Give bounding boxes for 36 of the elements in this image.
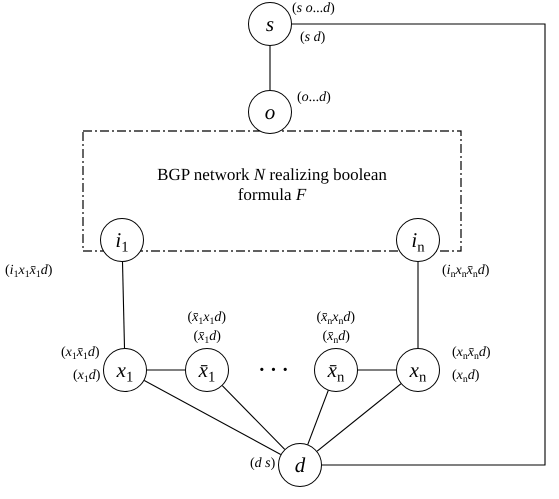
path-label: (o...d)	[297, 90, 331, 106]
router-node: x̄$_{1}$	[185, 348, 229, 392]
router-node: o	[248, 90, 292, 134]
path-label: (x$_{1}$x̄$_{1}$d)	[61, 345, 100, 361]
router-node: s	[248, 2, 292, 46]
router-node: d	[278, 443, 322, 487]
link-line	[222, 385, 285, 450]
link-line	[316, 383, 402, 452]
link-line	[269, 46, 271, 90]
path-label: (x̄$_{n}$d)	[322, 329, 350, 345]
path-label: (x̄$_{1}$d)	[194, 329, 221, 345]
path-label: (x̄$_{n}$x$_{n}$d)	[316, 310, 356, 326]
link-line	[307, 390, 329, 445]
path-label: (x̄$_{1}$x$_{1}$d)	[188, 310, 226, 326]
link-line	[147, 369, 185, 371]
router-node: x$_{1}$	[103, 348, 147, 392]
path-label: (x$_{n}$x̄$_{n}$d)	[452, 345, 491, 361]
network-region	[82, 130, 462, 252]
path-label: (i$_{n}$x$_{n}$x̄$_{n}$d)	[442, 263, 490, 279]
path-label: (x$_{n}$d)	[452, 368, 480, 384]
path-label: (s d)	[300, 30, 326, 46]
path-label: (s o...d)	[292, 1, 335, 17]
link-line	[358, 369, 396, 371]
router-node: x̄$_{n}$	[314, 348, 358, 392]
link-line	[417, 262, 419, 348]
link-line	[122, 262, 126, 348]
router-node: x$_{n}$	[396, 348, 440, 392]
router-node: i$_{1}$	[100, 218, 144, 262]
path-label: (x$_{1}$d)	[73, 368, 100, 384]
path-label: (i$_{1}$x$_{1}$x̄$_{1}$d)	[5, 263, 52, 279]
path-label: (d s)	[250, 456, 276, 472]
network-caption: BGP network N realizing boolean formula F	[156, 165, 388, 205]
link-line	[144, 380, 281, 455]
ellipsis-dots: · · ·	[258, 362, 289, 378]
router-node: i$_{n}$	[396, 218, 440, 262]
link-line	[292, 23, 546, 466]
